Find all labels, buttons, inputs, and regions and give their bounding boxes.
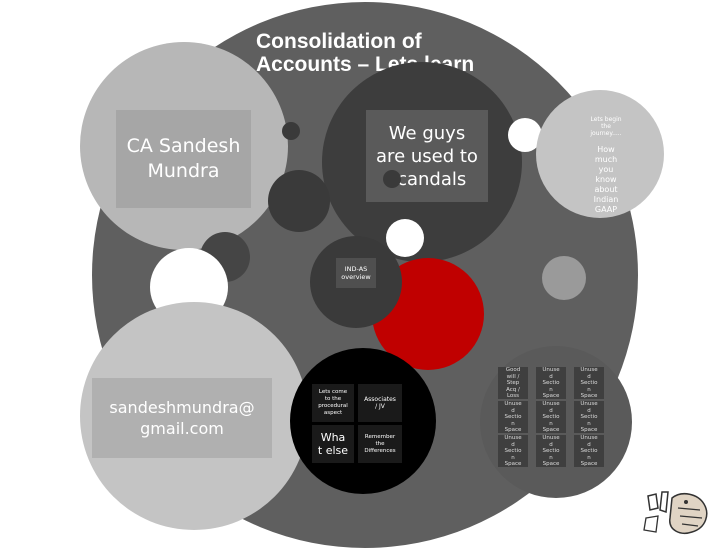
section-cell-line: Good [505, 367, 521, 373]
scandals-line1: We guys [388, 122, 466, 144]
section-cell-line: Sectio [580, 414, 598, 420]
journey-question: How much you know about Indian GAAP [593, 145, 619, 214]
section-cell-line: Unuse [542, 435, 560, 441]
section-cell-line: Sectio [542, 448, 560, 454]
section-cell-line: n [511, 454, 515, 461]
section-cell-line: Sectio [504, 414, 522, 420]
section-cell-2[interactable]: UnusedSectionSpace1 [536, 367, 566, 399]
sketch-logo [642, 488, 716, 538]
section-cell-line: Space [580, 427, 598, 433]
section-cell-line: Unuse [580, 367, 598, 373]
section-cell-line: Unuse [542, 401, 560, 407]
dark-circle-mid [282, 122, 300, 140]
section-cell-7[interactable]: UnusedSectionSpace6 [498, 435, 528, 467]
section-cell-line: d [511, 407, 515, 414]
white-circle-center [386, 219, 424, 257]
journey-circle [536, 90, 664, 218]
section-cell-line: n [549, 386, 553, 393]
section-cell-line: d [549, 373, 553, 380]
section-cell-9[interactable]: UnusedSectionSpace8 [574, 435, 604, 467]
section-cell-line: will / [506, 373, 520, 380]
section-cell-line: Space [504, 427, 522, 433]
indas-box: IND-AS overview [336, 258, 376, 288]
section-cell-line: n [587, 386, 591, 393]
section-cell-line: n [549, 454, 553, 461]
dark-circle-left [268, 170, 330, 232]
section-cell-line: Unuse [504, 401, 522, 407]
remember-differences-box[interactable]: Remember the Differences [358, 425, 402, 463]
section-cell-line: Step [506, 380, 520, 386]
scandals-line2: are used to [376, 145, 478, 167]
section-cell-line: d [511, 441, 515, 448]
scandals-line3: scandals [387, 168, 467, 190]
section-cell-line: Unuse [580, 401, 598, 407]
section-cell-line: Unuse [542, 367, 560, 373]
section-cell-4[interactable]: UnusedSectionSpace3 [498, 401, 528, 433]
associates-jv-box[interactable]: Associates / JV [358, 384, 402, 422]
section-cell-6[interactable]: UnusedSectionSpace5 [574, 401, 604, 433]
section-cell-line: d [549, 441, 553, 448]
section-cell-line: n [549, 420, 553, 427]
section-cell-3[interactable]: UnusedSectionSpace2 [574, 367, 604, 399]
email-box: sandeshmundra@ gmail.com [92, 378, 272, 458]
section-cell-line: Sectio [504, 448, 522, 454]
section-cell-line: d [587, 407, 591, 414]
section-cell-line: Unuse [580, 435, 598, 441]
section-cell-line: Space [542, 427, 560, 433]
section-cell-line: d [587, 373, 591, 380]
section-cell-line: Sectio [580, 448, 598, 454]
journey-intro: Lets begin the journey..... [590, 116, 622, 137]
what-else-box[interactable]: Wha t else [312, 425, 354, 463]
section-cell-line: Space [542, 393, 560, 399]
email-line2: gmail.com [140, 419, 224, 438]
grey-circle-right [542, 256, 586, 300]
section-cell-line: Sectio [542, 414, 560, 420]
section-cell-line: n [587, 420, 591, 427]
section-cell-line: Unuse [504, 435, 522, 441]
section-cell-5[interactable]: UnusedSectionSpace4 [536, 401, 566, 433]
section-cell-line: Sectio [542, 380, 560, 386]
scandals-box: We guys are used to scandals [366, 110, 488, 202]
section-cell-line: Acq / [506, 386, 520, 393]
section-cell-line: Space [580, 393, 598, 399]
section-cell-line: Space [504, 461, 522, 467]
section-cell-line: Sectio [580, 380, 598, 386]
author-box: CA Sandesh Mundra [116, 110, 251, 208]
author-name-line2: Mundra [147, 160, 220, 182]
section-cell-line: d [587, 441, 591, 448]
section-cell-8[interactable]: UnusedSectionSpace7 [536, 435, 566, 467]
procedural-aspect-box[interactable]: Lets come to the procedural aspect [312, 384, 354, 422]
section-cell-line: Space [580, 461, 598, 467]
section-cell-line: Space [542, 461, 560, 467]
dark-circle-center [383, 170, 401, 188]
section-cell-line: n [587, 454, 591, 461]
section-cell-line: Loss [506, 393, 520, 399]
email-line1: sandeshmundra@ [109, 398, 255, 417]
section-cell-line: d [549, 407, 553, 414]
section-cell-line: n [511, 420, 515, 427]
author-name-line1: CA Sandesh [126, 135, 241, 157]
